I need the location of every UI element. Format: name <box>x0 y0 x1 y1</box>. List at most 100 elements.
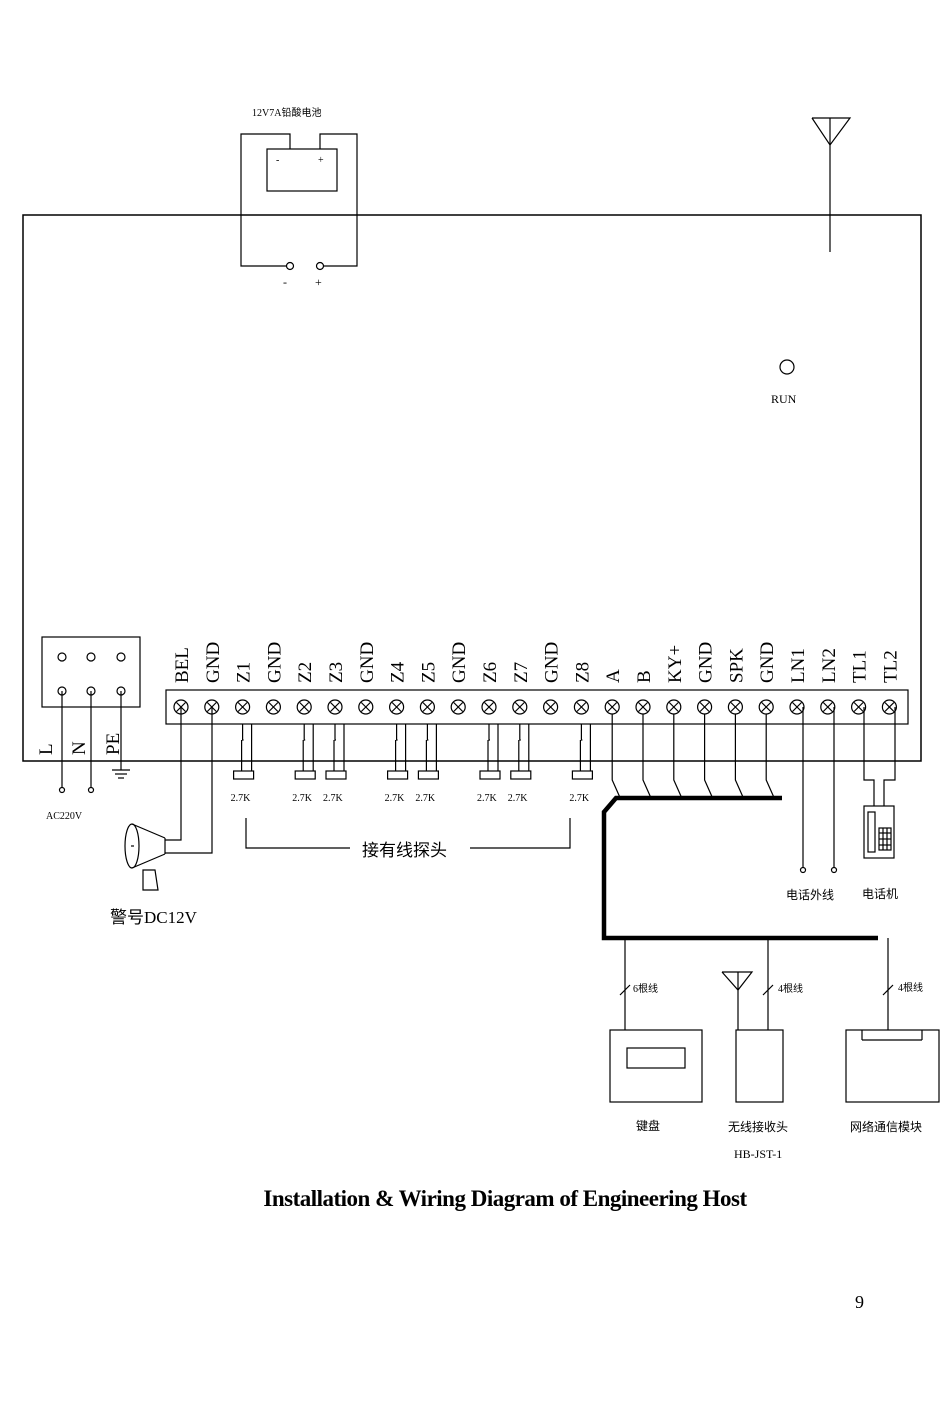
terminal-label: GND <box>264 642 285 683</box>
terminal-label: Z4 <box>388 661 409 683</box>
keypad-label: 键盘 <box>636 1118 660 1133</box>
terminal-screw-icon <box>758 699 774 715</box>
terminal-label: A <box>603 669 624 683</box>
network-module-label: 网络通信模块 <box>850 1119 922 1134</box>
terminal-screw-icon <box>265 699 281 715</box>
siren-wire-bel <box>165 707 182 841</box>
power-label-n: N <box>69 741 90 755</box>
detector-bracket <box>245 818 350 849</box>
resistor-value: 2.7K <box>323 793 344 804</box>
bus-drop-wires <box>611 714 775 799</box>
resistor <box>387 724 409 780</box>
bus-drop <box>765 714 775 799</box>
terminal-screw-icon <box>727 699 744 715</box>
bus-drop <box>673 714 683 799</box>
terminal-screw-icon <box>512 699 528 715</box>
battery-terminal-pos-label: + <box>315 275 322 289</box>
terminal-block <box>165 689 909 725</box>
receiver-label: 无线接收头 <box>728 1119 788 1134</box>
run-label: RUN <box>771 392 797 406</box>
terminal-screw-icon <box>450 699 466 715</box>
power-end-l <box>58 786 66 794</box>
terminal-screw-icon <box>481 699 497 715</box>
siren-wire-gnd <box>165 707 213 854</box>
host-enclosure <box>22 214 922 762</box>
terminal-screw-icon <box>881 699 898 715</box>
keypad-display <box>626 1047 686 1069</box>
terminal-screw-icon <box>604 699 620 715</box>
terminal-screw-icon <box>419 699 435 715</box>
battery-label: 12V7A铅酸电池 <box>252 106 321 119</box>
receiver-model: HB-JST-1 <box>734 1147 782 1161</box>
run-led-icon <box>779 359 795 375</box>
resistor-value: 2.7K <box>508 793 529 804</box>
power-block-holes <box>57 652 126 696</box>
battery-wire-neg <box>240 133 291 267</box>
network-wire-count: 4根线 <box>898 981 923 994</box>
terminal-screw-icon <box>358 699 374 715</box>
keypad-device <box>609 1029 703 1103</box>
terminal-label: TL1 <box>850 650 871 683</box>
resistor <box>417 724 439 780</box>
siren-label: 警号DC12V <box>110 908 198 927</box>
receiver-antenna-icon <box>721 971 754 1030</box>
keypad-wire-count: 6根线 <box>633 982 658 995</box>
power-label-l: L <box>36 743 57 755</box>
terminal-label: Z8 <box>572 662 593 683</box>
telephone-label: 电话机 <box>862 887 898 901</box>
terminal-label: GND <box>696 642 717 683</box>
terminal-screw-icon <box>820 699 836 715</box>
terminal-label: BEL <box>172 647 193 683</box>
resistor-value: 2.7K <box>231 793 252 804</box>
terminal-label: GND <box>449 642 470 683</box>
terminal-screws <box>173 699 898 715</box>
terminal-screw-icon <box>235 699 251 715</box>
resistor-value: 2.7K <box>415 793 436 804</box>
phone-line-end-ln1 <box>799 866 807 874</box>
keypad-drop-slash <box>619 984 631 996</box>
receiver-wire-count: 4根线 <box>778 982 803 995</box>
battery-terminal-neg-label: - <box>283 275 287 289</box>
resistor <box>510 724 532 780</box>
terminal-label: LN2 <box>819 648 840 683</box>
terminal-screw-icon <box>296 699 312 715</box>
terminal-label: Z1 <box>234 662 255 683</box>
network-drop-slash <box>882 984 894 996</box>
terminal-label: Z7 <box>511 662 532 683</box>
terminal-label: Z5 <box>418 662 439 683</box>
resistor <box>294 724 316 780</box>
bus-cable <box>601 795 878 941</box>
resistor-value: 2.7K <box>477 793 498 804</box>
resistor <box>571 724 594 780</box>
terminal-label: TL2 <box>880 650 901 683</box>
battery-terminal-neg <box>285 261 295 271</box>
terminal-screw-icon <box>389 699 405 715</box>
resistor <box>233 724 255 780</box>
terminal-screw-icon <box>666 699 682 715</box>
power-label-pe: PE <box>103 733 124 755</box>
bus-drop <box>611 714 621 799</box>
terminal-screw-icon <box>850 699 867 715</box>
terminal-screw-icon <box>789 699 805 715</box>
resistor <box>479 724 501 780</box>
bus-drop <box>703 714 714 799</box>
terminal-label: GND <box>357 642 378 683</box>
diagram-caption: Installation & Wiring Diagram of Enginee… <box>263 1186 747 1211</box>
terminal-screw-icon <box>327 699 343 715</box>
receiver-drop-slash <box>762 984 774 996</box>
terminal-label: Z6 <box>480 662 501 683</box>
battery-neg-mark: - <box>276 155 279 166</box>
terminal-label: GND <box>203 642 224 683</box>
terminal-label: Z3 <box>326 662 347 683</box>
phone-line-label: 电话外线 <box>786 888 834 902</box>
terminal-label: SPK <box>726 648 747 683</box>
terminal-label: KY+ <box>665 645 686 683</box>
terminal-label: GND <box>542 642 563 683</box>
power-end-n <box>87 786 95 794</box>
resistor-value: 2.7K <box>569 793 590 804</box>
receiver-device <box>735 1029 784 1103</box>
terminal-screw-icon <box>542 699 559 715</box>
battery-wire-pos <box>319 133 358 267</box>
